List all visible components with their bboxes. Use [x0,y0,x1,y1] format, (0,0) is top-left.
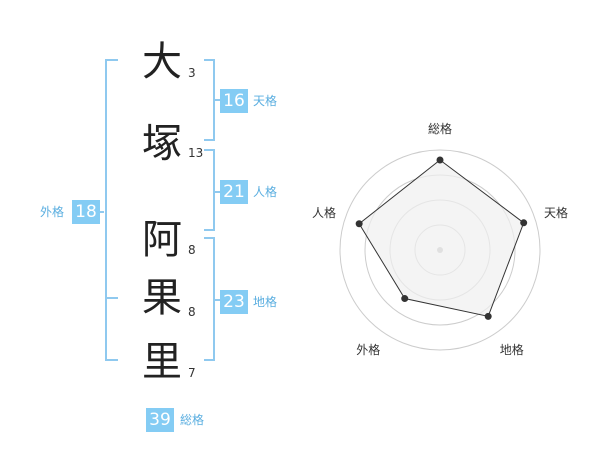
soukaku-value: 39 [146,408,174,432]
radar-axis-label-gaikaku: 外格 [356,342,381,357]
radar-series-polygon [358,159,525,317]
jinkaku-value: 21 [220,180,248,204]
name-char-2: 塚 [142,121,182,167]
soukaku-label: 総格 [180,413,205,427]
stroke-count-2: 13 [188,146,204,160]
tenkaku-value: 16 [220,89,248,113]
radar-axis-label-tenkaku: 天格 [544,206,569,221]
radar-grid-ring [339,149,541,351]
stroke-count-5: 7 [188,366,196,380]
radar-point-4 [355,220,363,228]
gaikaku-label: 外格 [40,205,65,219]
stroke-count-3: 8 [188,243,196,257]
name-char-1: 大 [142,39,182,85]
stroke-count-4: 8 [188,305,196,319]
jinkaku-label: 人格 [253,185,278,199]
gaikaku-value: 18 [72,200,100,224]
stroke-count-1: 3 [188,66,196,80]
chikaku-label: 地格 [253,295,278,309]
radar-point-2 [484,312,492,320]
radar-axis-label-soukaku: 総格 [427,122,452,136]
tenkaku-label: 天格 [253,94,278,108]
radar-point-1 [520,219,528,227]
jinkaku-bracket [204,149,215,231]
name-char-3: 阿 [142,217,182,263]
radar-axis-label-jinkaku: 人格 [311,206,336,221]
gaikaku-bracket [105,59,118,361]
name-char-4: 果 [142,275,182,321]
chikaku-value: 23 [220,290,248,314]
radar-point-3 [401,295,409,303]
name-char-5: 里 [142,339,182,385]
radar-axis-label-chikaku: 地格 [499,342,524,357]
radar-point-0 [436,156,444,164]
